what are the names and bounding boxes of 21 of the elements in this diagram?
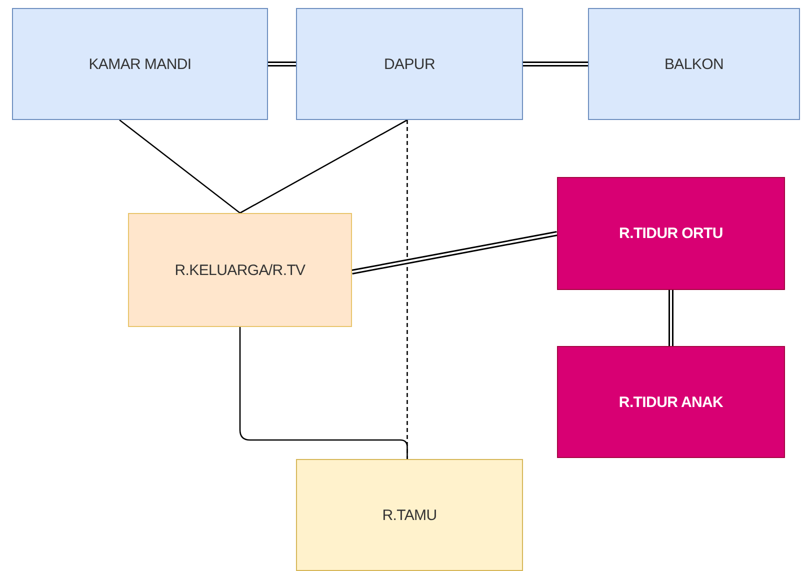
connector-line xyxy=(119,119,240,214)
room-box xyxy=(557,177,785,290)
room-box xyxy=(296,8,523,120)
double-connector-line xyxy=(352,231,558,274)
room-box xyxy=(12,8,268,120)
room-label: KAMAR MANDI xyxy=(88,56,192,72)
connector-line xyxy=(239,327,408,459)
room-label: BALKON xyxy=(664,56,724,72)
double-connector-line xyxy=(268,62,296,66)
room-label: DAPUR xyxy=(384,56,435,72)
double-connector-line xyxy=(523,62,588,66)
room-label: R.TIDUR ANAK xyxy=(618,394,724,410)
room-label: R.TIDUR ORTU xyxy=(619,225,723,242)
room-label: R.TAMU xyxy=(382,506,437,524)
connector-line xyxy=(240,119,408,214)
room-box xyxy=(588,8,800,120)
room-box xyxy=(557,346,785,458)
double-connector-line xyxy=(668,290,674,346)
room-box xyxy=(296,459,523,571)
room-label: R.KELUARGA/R.TV xyxy=(174,262,306,278)
room-box xyxy=(128,213,352,327)
